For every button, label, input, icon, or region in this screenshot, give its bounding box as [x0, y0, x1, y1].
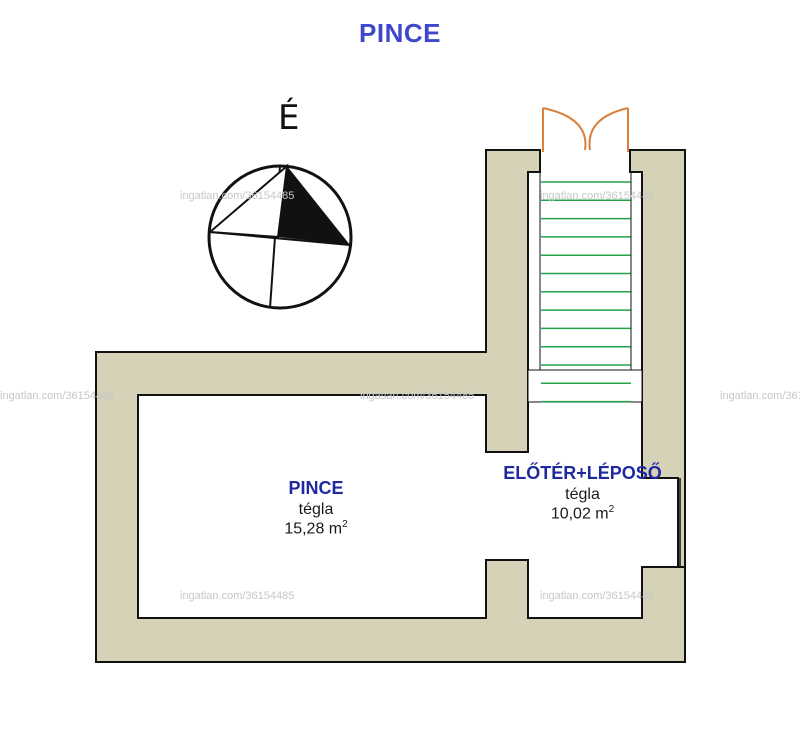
watermark: ingatlan.com/36154485 [540, 590, 655, 602]
room-name: PINCE [288, 478, 344, 498]
room-material: tégla [565, 485, 600, 503]
staircase [539, 172, 632, 403]
compass-rose [207, 163, 353, 310]
room-material: tégla [298, 500, 334, 518]
watermark: ingatlan.com/36154485 [720, 390, 800, 402]
watermark: ingatlan.com/36154485 [540, 190, 655, 202]
north-label: É [278, 98, 300, 138]
watermark: ingatlan.com/36154485 [180, 590, 295, 602]
room-area: 10,02 m2 [550, 503, 615, 523]
room-eloter: ELŐTÉR+LÉPOSŐ tégla 10,02 m2 [470, 463, 695, 523]
watermark: ingatlan.com/36154485 [360, 390, 475, 402]
entrance-door [542, 107, 629, 152]
walls [95, 149, 686, 663]
watermark: ingatlan.com/36154485 [0, 390, 115, 402]
stair-landing [527, 369, 643, 403]
page-title: PINCE [359, 18, 441, 48]
room-pince: PINCE tégla 15,28 m2 [236, 478, 396, 538]
room-area: 15,28 m2 [284, 518, 348, 538]
watermark: ingatlan.com/36154485 [180, 190, 295, 202]
room-name: ELŐTÉR+LÉPOSŐ [503, 463, 662, 483]
